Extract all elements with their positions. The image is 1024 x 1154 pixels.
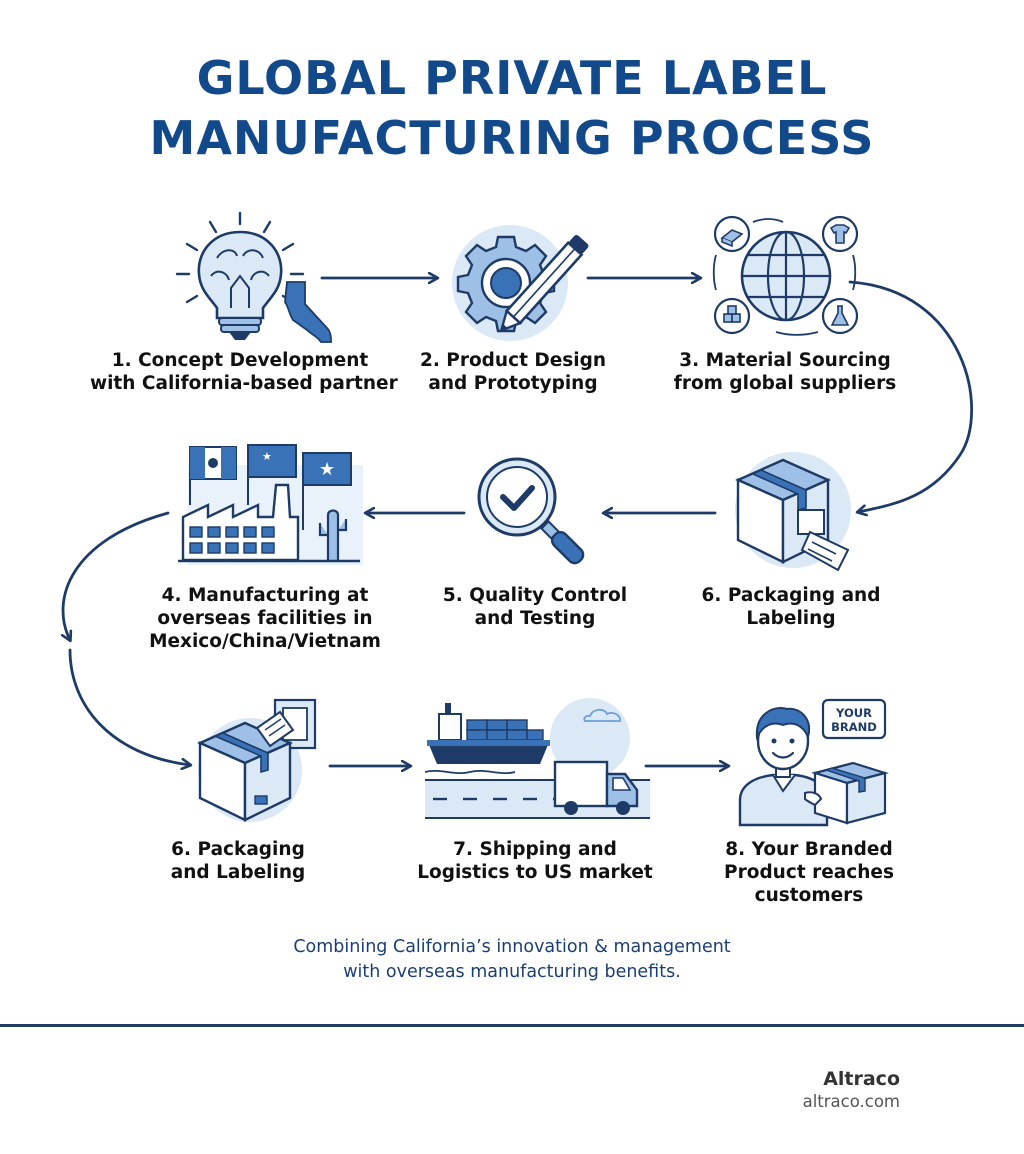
footer-brand: Altraco altraco.com — [803, 1067, 900, 1113]
brand-sign-line-2: BRAND — [831, 720, 877, 734]
brand-sign-line-1: YOUR — [835, 706, 872, 720]
package-labeling-icon — [197, 698, 317, 822]
svg-text:★: ★ — [319, 459, 335, 479]
title-line-2: MANUFACTURING PROCESS — [149, 111, 875, 165]
customer-brand-icon: YOUR BRAND — [738, 698, 889, 827]
magnifier-check-icon — [477, 457, 585, 565]
arrow-curve-down — [68, 648, 190, 765]
lightbulb-california-icon — [175, 211, 332, 343]
caption-line-2: with overseas manufacturing benefits. — [343, 962, 681, 982]
gear-pencil-icon — [452, 225, 589, 341]
title-line-1: GLOBAL PRIVATE LABEL — [196, 51, 828, 105]
factory-flags-icon: ★ ★ — [178, 444, 363, 565]
svg-text:★: ★ — [262, 451, 272, 463]
footer-divider — [0, 1024, 1024, 1027]
caption: Combining California’s innovation & mana… — [0, 935, 1024, 985]
company-name: Altraco — [823, 1068, 900, 1090]
caption-line-1: Combining California’s innovation & mana… — [293, 937, 731, 957]
ship-truck-icon — [425, 698, 650, 819]
arrow-3-to-6 — [848, 280, 973, 512]
arrow-4-to-packaging — [63, 511, 170, 640]
globe-sourcing-icon — [712, 215, 858, 336]
package-label-icon — [735, 452, 851, 572]
company-url: altraco.com — [802, 1092, 900, 1111]
